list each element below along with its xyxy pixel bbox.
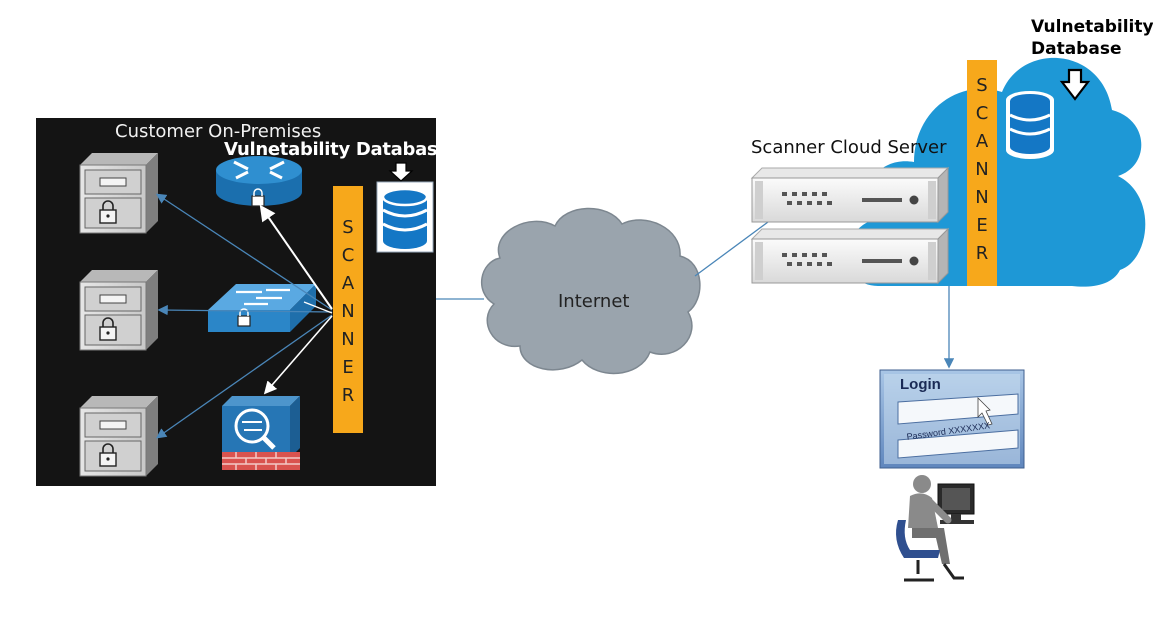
on-premises-database-icon [375, 180, 435, 254]
on-premises-scanner-label: S C A N N E R [333, 214, 363, 410]
scanner-letter: R [341, 385, 355, 406]
cloud-server-top-icon [751, 167, 949, 223]
cloud-scanner-bar [967, 60, 997, 286]
router-icon [216, 156, 302, 207]
firewall-icon [222, 396, 300, 470]
scanner-letter: A [341, 273, 355, 294]
on-premises-database-arrow-icon [388, 162, 414, 182]
scanner-letter: E [342, 357, 354, 378]
scanner-letter: S [976, 75, 988, 96]
cloud-server-bottom-icon [751, 228, 949, 284]
cloud-database-icon [1006, 91, 1054, 159]
scanner-letter: N [341, 329, 355, 350]
server-cabinet-middle-icon [79, 269, 159, 351]
scanner-letter: N [341, 301, 355, 322]
server-cabinet-top-icon [79, 152, 159, 234]
scanner-letter: C [975, 103, 989, 124]
login-screen-icon [879, 369, 1025, 469]
scanner-letter: N [975, 187, 989, 208]
on-premises-title: Customer On-Premises [115, 121, 322, 142]
user-at-computer-icon [896, 475, 975, 582]
switch-icon [208, 284, 316, 332]
scanner-letter: R [975, 243, 989, 264]
login-title: Login [900, 376, 941, 393]
scanner-letter: N [975, 159, 989, 180]
on-premises-database-label: Vulnetability Database [224, 139, 450, 160]
scanner-letter: E [976, 215, 988, 236]
scanner-letter: A [975, 131, 989, 152]
internet-cloud-icon [480, 207, 701, 375]
cloud-server-label: Scanner Cloud Server [751, 137, 947, 158]
internet-label: Internet [558, 291, 630, 312]
scanner-letter: S [342, 217, 354, 238]
scanner-letter: C [341, 245, 355, 266]
cloud-scanner-label: S C A N N E R [967, 72, 997, 268]
on-premises-scanner-bar [333, 186, 363, 433]
server-cabinet-bottom-icon [79, 395, 159, 477]
cloud-database-arrow-icon [1059, 68, 1091, 101]
internet-server-link [694, 221, 769, 277]
scanner-connections [155, 193, 333, 439]
cloud-database-label: Vulnetability Database [1031, 17, 1153, 59]
